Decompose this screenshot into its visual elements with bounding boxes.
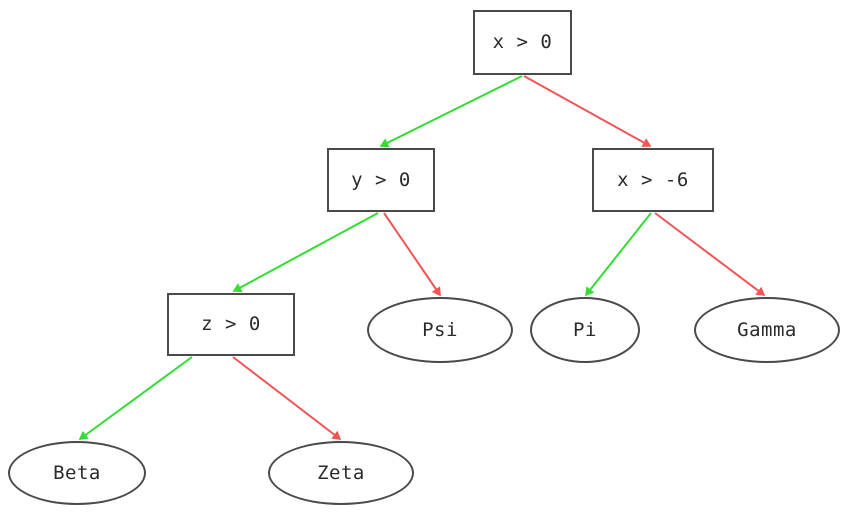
tree-node-gamma[interactable]: Gamma bbox=[694, 297, 840, 363]
edge-root-to-xm6 bbox=[523, 75, 652, 147]
tree-node-label: Pi bbox=[573, 318, 597, 341]
edge-root-to-y0 bbox=[379, 75, 523, 148]
tree-node-root[interactable]: x > 0 bbox=[473, 10, 572, 75]
tree-node-label: Gamma bbox=[737, 318, 797, 341]
tree-node-label: x > 0 bbox=[492, 31, 553, 53]
tree-node-psi[interactable]: Psi bbox=[367, 297, 513, 363]
edge-xm6-to-gamma bbox=[654, 212, 766, 296]
edge-xm6-to-pi bbox=[585, 212, 652, 297]
tree-node-zeta[interactable]: Zeta bbox=[268, 441, 414, 505]
edge-z0-to-zeta bbox=[232, 356, 342, 440]
tree-node-xm6[interactable]: x > -6 bbox=[592, 148, 714, 212]
tree-node-label: Zeta bbox=[317, 461, 365, 484]
tree-node-beta[interactable]: Beta bbox=[8, 441, 146, 505]
tree-node-label: Beta bbox=[53, 461, 101, 484]
tree-node-z0[interactable]: z > 0 bbox=[167, 293, 295, 356]
tree-node-pi[interactable]: Pi bbox=[530, 297, 640, 363]
edge-y0-to-z0 bbox=[232, 212, 379, 292]
edge-z0-to-beta bbox=[78, 356, 193, 440]
tree-node-label: y > 0 bbox=[351, 168, 411, 191]
edge-y0-to-psi bbox=[383, 212, 441, 297]
tree-node-label: z > 0 bbox=[201, 313, 261, 335]
tree-node-label: Psi bbox=[422, 318, 458, 341]
tree-node-y0[interactable]: y > 0 bbox=[327, 148, 435, 212]
tree-node-label: x > -6 bbox=[617, 168, 689, 191]
